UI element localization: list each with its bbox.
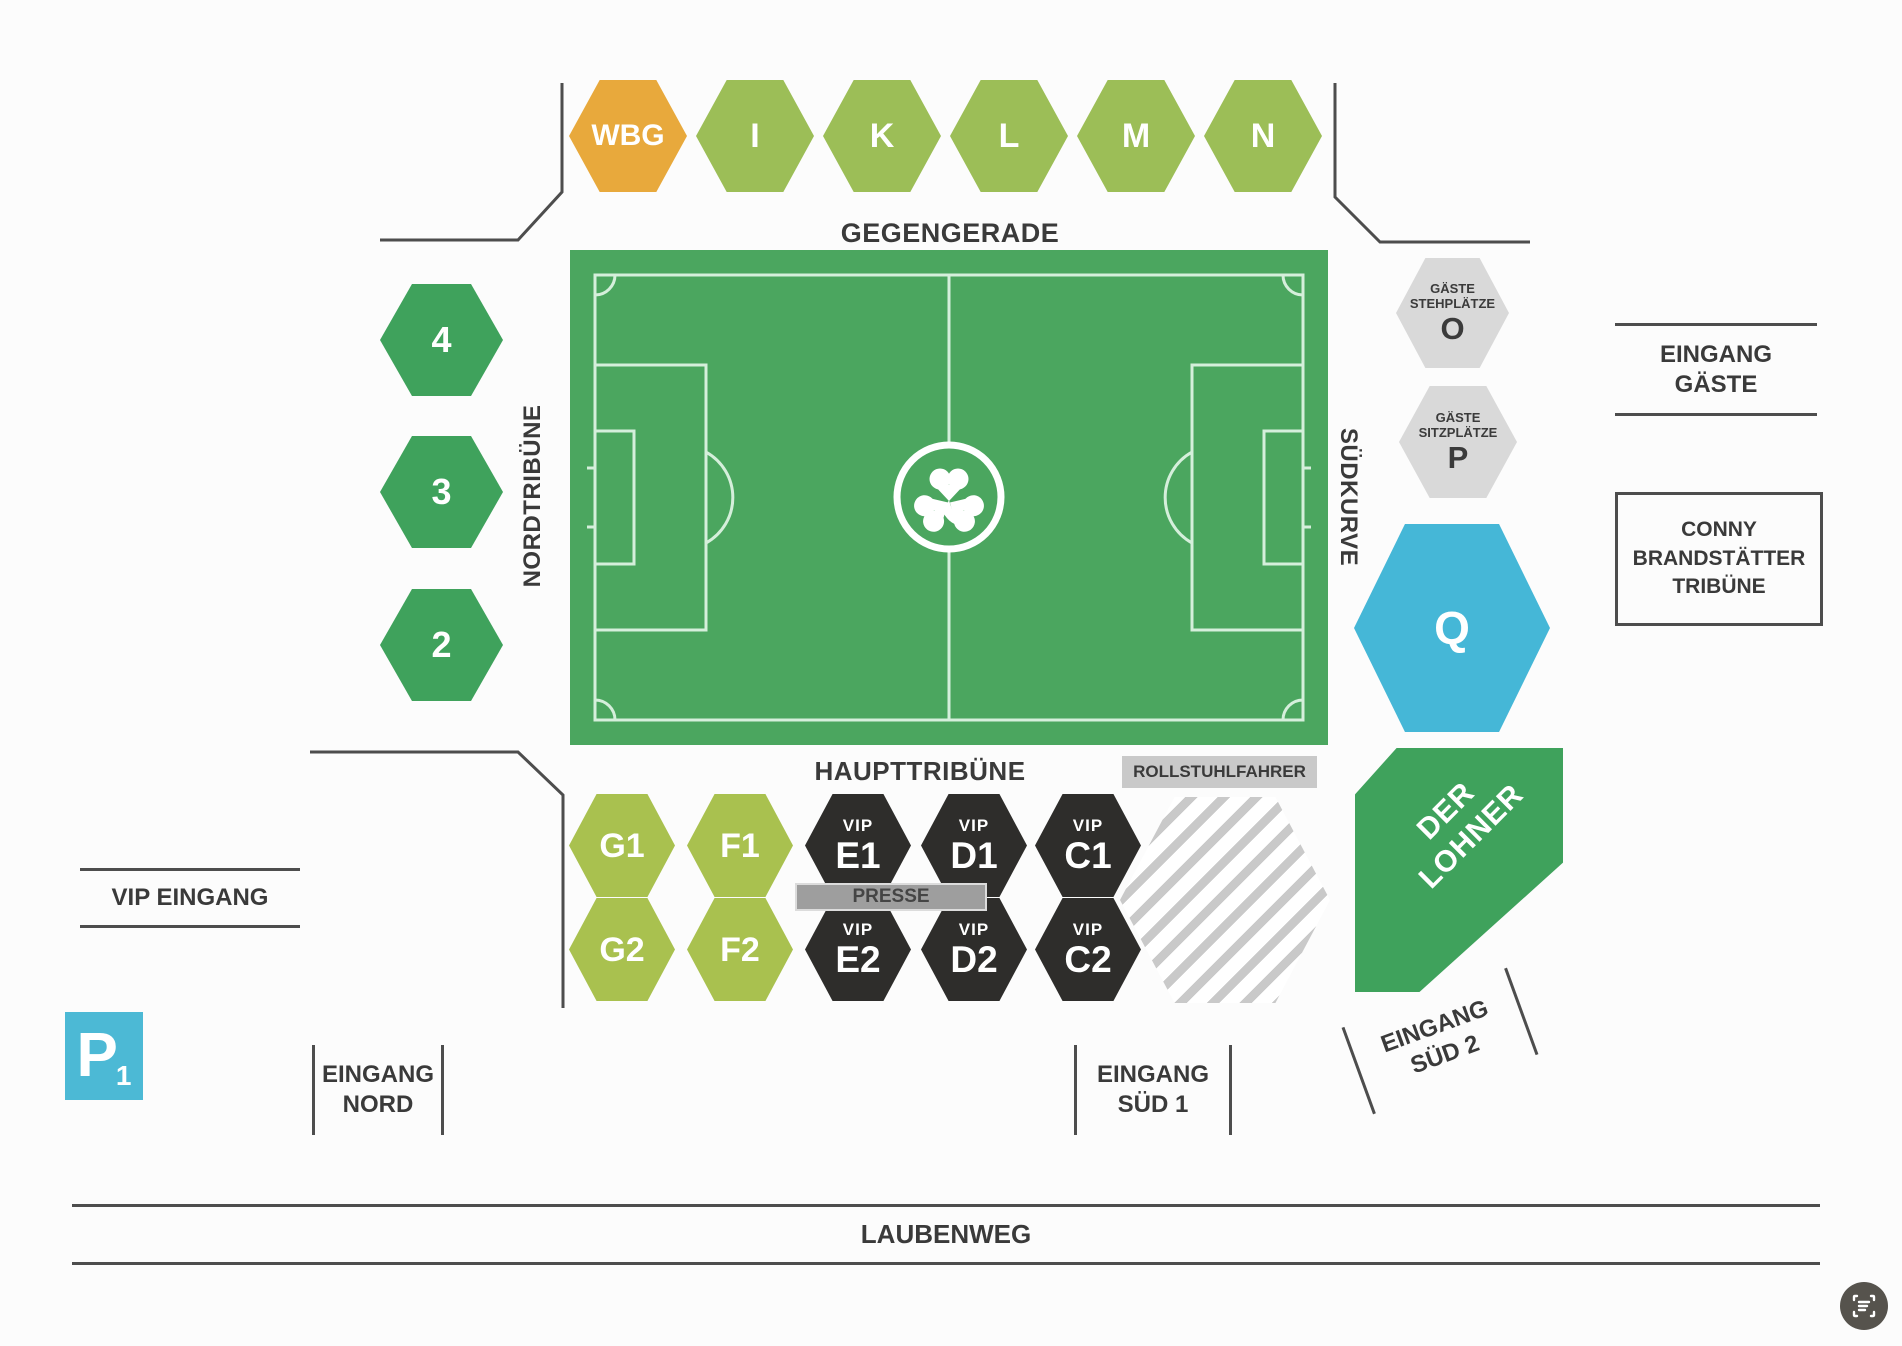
vip-tag: VIP (958, 816, 990, 835)
section-label: DER LOHNER (1410, 775, 1530, 895)
label-suedkurve: SÜDKURVE (1335, 427, 1362, 567)
section-sublabel: STEHPLÄTZE (1409, 295, 1496, 311)
section-label: N (1250, 117, 1276, 155)
section-label: G1 (599, 826, 645, 865)
parking-p1-sign: P 1 (65, 1012, 143, 1100)
gate-eingang-sued-1: EINGANG SÜD 1 (1074, 1045, 1232, 1135)
label-presse: PRESSE (795, 883, 987, 911)
label-gegengerade: GEGENGERADE (840, 218, 1060, 248)
section-label: F1 (720, 826, 760, 865)
section-label: L (998, 117, 1020, 155)
section-label: D1 (950, 835, 998, 876)
section-label: 2 (431, 624, 452, 665)
section-label: D2 (950, 939, 998, 980)
section-label: C2 (1064, 939, 1112, 980)
vip-tag: VIP (842, 920, 874, 939)
section-sublabel: GÄSTE (1430, 280, 1475, 296)
section-label: 3 (431, 471, 452, 512)
text-scan-icon (1852, 1294, 1876, 1318)
section-label: I (750, 117, 760, 155)
section-sublabel: GÄSTE (1435, 409, 1481, 425)
section-sublabel: SITZPLÄTZE (1418, 424, 1498, 440)
section-label: K (869, 117, 895, 155)
gate-eingang-nord: EINGANG NORD (312, 1045, 444, 1135)
gate-vip-eingang: VIP EINGANG (80, 868, 300, 928)
section-label: P (1447, 440, 1469, 476)
section-label: F2 (720, 930, 760, 969)
vip-tag: VIP (842, 816, 874, 835)
section-label: E2 (835, 939, 881, 980)
vip-tag: VIP (1072, 816, 1104, 835)
vip-tag: VIP (958, 920, 990, 939)
section-label: E1 (835, 835, 881, 876)
shamrock-crest-icon (893, 441, 1005, 553)
section-label: G2 (599, 930, 645, 969)
section-label: 4 (431, 319, 452, 360)
label-rollstuhlfahrer: ROLLSTUHLFAHRER (1122, 756, 1317, 788)
parking-number: 1 (115, 1060, 132, 1091)
section-label: WBG (591, 119, 665, 152)
section-label: C1 (1064, 835, 1112, 876)
label-conny-brandstaetter-tribuene: CONNY BRANDSTÄTTER TRIBÜNE (1615, 492, 1823, 626)
gate-eingang-gaeste: EINGANG GÄSTE (1615, 323, 1817, 416)
label-nordtribuene: NORDTRIBÜNE (519, 404, 546, 588)
section-label: O (1440, 311, 1465, 347)
text-scan-button[interactable] (1840, 1282, 1888, 1330)
street-laubenweg: LAUBENWEG (72, 1204, 1820, 1265)
parking-letter: P (76, 1021, 118, 1090)
section-label: M (1121, 117, 1151, 155)
label-haupttribuene: HAUPTTRIBÜNE (814, 756, 1026, 786)
vip-tag: VIP (1072, 920, 1104, 939)
section-label: Q (1434, 602, 1470, 654)
football-pitch (570, 250, 1328, 745)
